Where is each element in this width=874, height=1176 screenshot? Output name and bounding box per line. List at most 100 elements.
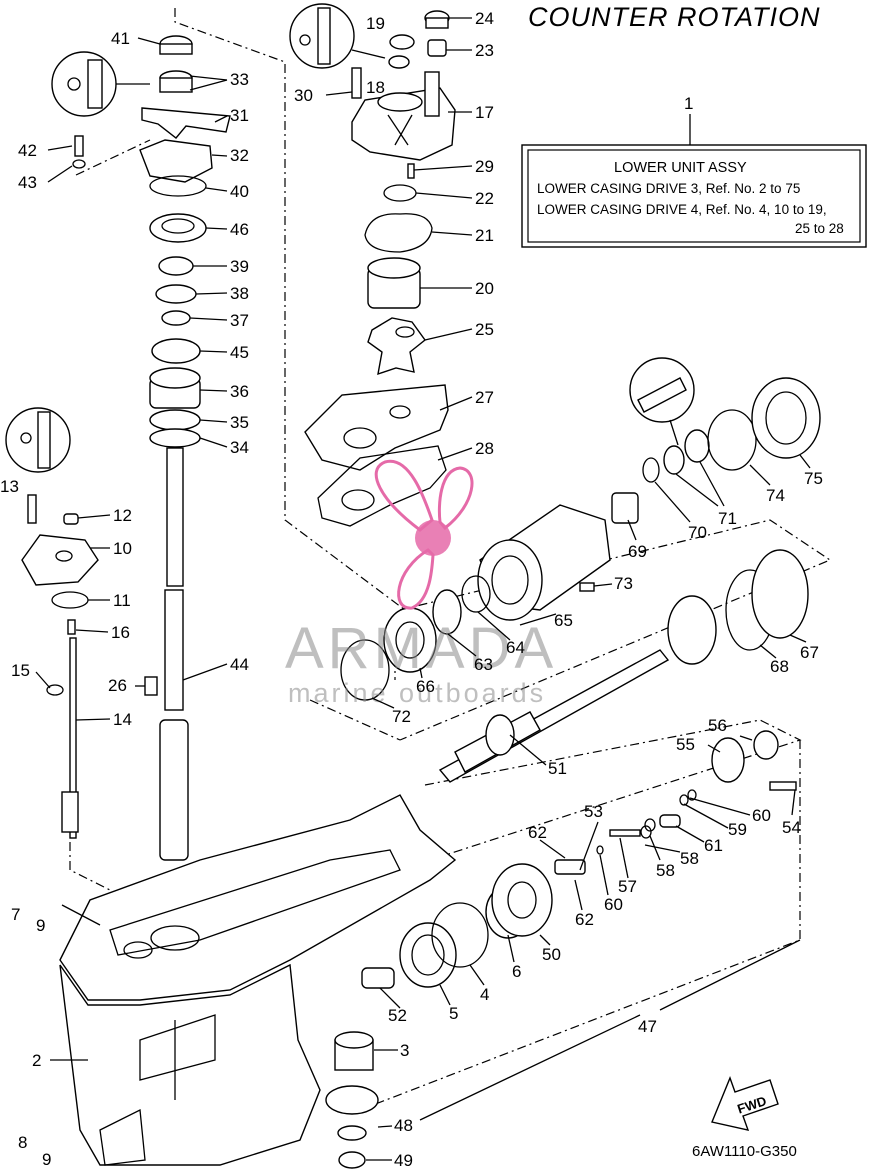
- callout-5[interactable]: 5: [449, 1004, 458, 1023]
- callout-59[interactable]: 59: [728, 820, 747, 839]
- callout-60a[interactable]: 60: [752, 806, 771, 825]
- callout-45[interactable]: 45: [230, 343, 249, 362]
- callout-6[interactable]: 6: [512, 962, 521, 981]
- callout-24[interactable]: 24: [475, 9, 494, 28]
- callout-60b[interactable]: 60: [604, 895, 623, 914]
- callout-10[interactable]: 10: [113, 539, 132, 558]
- callout-14[interactable]: 14: [113, 710, 132, 729]
- callout-27[interactable]: 27: [475, 388, 494, 407]
- bubble-pump: [289, 3, 386, 69]
- assy-line-2: LOWER CASING DRIVE 4, Ref. No. 4, 10 to …: [537, 202, 827, 217]
- diagram-code: 6AW1110-G350: [692, 1143, 797, 1160]
- callout-74[interactable]: 74: [766, 486, 785, 505]
- callout-20[interactable]: 20: [475, 279, 494, 298]
- callout-62a[interactable]: 62: [528, 823, 547, 842]
- callout-47[interactable]: 47: [638, 1017, 657, 1036]
- callout-17[interactable]: 17: [475, 103, 494, 122]
- callout-46[interactable]: 46: [230, 220, 249, 239]
- callout-44[interactable]: 44: [230, 655, 249, 674]
- callout-57[interactable]: 57: [618, 877, 637, 896]
- callout-1[interactable]: 1: [684, 94, 693, 113]
- leader-lines: [35, 17, 811, 1161]
- callout-55[interactable]: 55: [676, 735, 695, 754]
- callouts: 2 3 4 5 6 7 8 9 9 10 11 12 13 14 15 16 1…: [0, 9, 823, 1170]
- callout-73[interactable]: 73: [614, 574, 633, 593]
- callout-43[interactable]: 43: [18, 173, 37, 192]
- callout-72[interactable]: 72: [392, 707, 411, 726]
- callout-58b[interactable]: 58: [680, 849, 699, 868]
- bubble-right: [629, 357, 695, 446]
- callout-56[interactable]: 56: [708, 716, 727, 735]
- callout-3[interactable]: 3: [400, 1041, 409, 1060]
- callout-9a[interactable]: 9: [36, 916, 45, 935]
- callout-52[interactable]: 52: [388, 1006, 407, 1025]
- callout-11[interactable]: 11: [113, 591, 131, 610]
- lower-casing: [59, 794, 457, 1166]
- driveshaft-upper-stack: [72, 35, 231, 861]
- shift-rod-group: [21, 494, 99, 839]
- callout-39[interactable]: 39: [230, 257, 249, 276]
- callout-69[interactable]: 69: [628, 542, 647, 561]
- watermark-brand: ARMADA: [285, 616, 557, 681]
- diagram-title: COUNTER ROTATION: [528, 2, 821, 32]
- assembly-box: 1 LOWER UNIT ASSY LOWER CASING DRIVE 3, …: [521, 94, 867, 248]
- callout-51[interactable]: 51: [548, 759, 567, 778]
- callout-58a[interactable]: 58: [656, 861, 675, 880]
- callout-66[interactable]: 66: [416, 677, 435, 696]
- callout-34[interactable]: 34: [230, 438, 249, 457]
- fwd-arrow: FWD: [711, 1076, 779, 1131]
- callout-8[interactable]: 8: [18, 1133, 27, 1152]
- callout-7[interactable]: 7: [11, 905, 20, 924]
- callout-42[interactable]: 42: [18, 141, 37, 160]
- callout-26[interactable]: 26: [108, 676, 127, 695]
- callout-29[interactable]: 29: [475, 157, 494, 176]
- callout-61[interactable]: 61: [704, 836, 723, 855]
- assy-line-1: LOWER CASING DRIVE 3, Ref. No. 2 to 75: [537, 181, 800, 196]
- callout-68[interactable]: 68: [770, 657, 789, 676]
- callout-18[interactable]: 18: [366, 78, 385, 97]
- assy-header: LOWER UNIT ASSY: [614, 160, 747, 176]
- callout-54[interactable]: 54: [782, 818, 801, 837]
- callout-12[interactable]: 12: [113, 506, 132, 525]
- callout-22[interactable]: 22: [475, 189, 494, 208]
- watermark-tagline: marine outboards: [288, 678, 546, 708]
- callout-30[interactable]: 30: [294, 86, 313, 105]
- callout-21[interactable]: 21: [475, 226, 494, 245]
- callout-48[interactable]: 48: [394, 1116, 413, 1135]
- callout-49[interactable]: 49: [394, 1151, 413, 1170]
- callout-37[interactable]: 37: [230, 311, 249, 330]
- prop-shaft-group: [438, 595, 797, 875]
- bubble-upper-left: [51, 51, 150, 117]
- callout-31[interactable]: 31: [230, 106, 249, 125]
- callout-9b[interactable]: 9: [42, 1150, 51, 1169]
- prop-shaft-housing-group: [340, 377, 821, 701]
- callout-19[interactable]: 19: [366, 14, 385, 33]
- callout-33[interactable]: 33: [230, 70, 249, 89]
- callout-28[interactable]: 28: [475, 439, 494, 458]
- callout-53[interactable]: 53: [584, 802, 603, 821]
- callout-2[interactable]: 2: [32, 1051, 41, 1070]
- callout-75[interactable]: 75: [804, 469, 823, 488]
- callout-25[interactable]: 25: [475, 320, 494, 339]
- callout-16[interactable]: 16: [111, 623, 130, 642]
- callout-36[interactable]: 36: [230, 382, 249, 401]
- callout-67[interactable]: 67: [800, 643, 819, 662]
- callout-63[interactable]: 63: [474, 655, 493, 674]
- callout-62b[interactable]: 62: [575, 910, 594, 929]
- callout-40[interactable]: 40: [230, 182, 249, 201]
- callout-71[interactable]: 71: [718, 509, 737, 528]
- callout-4[interactable]: 4: [480, 985, 489, 1004]
- callout-50[interactable]: 50: [542, 945, 561, 964]
- callout-13[interactable]: 13: [0, 477, 19, 496]
- callout-70[interactable]: 70: [688, 523, 707, 542]
- callout-41[interactable]: 41: [111, 29, 130, 48]
- callout-23[interactable]: 23: [475, 41, 494, 60]
- callout-15[interactable]: 15: [11, 661, 30, 680]
- propeller-logo-icon: [374, 459, 474, 610]
- callout-65[interactable]: 65: [554, 611, 573, 630]
- callout-38[interactable]: 38: [230, 284, 249, 303]
- callout-35[interactable]: 35: [230, 413, 249, 432]
- assy-line-3: 25 to 28: [795, 221, 844, 236]
- callout-32[interactable]: 32: [230, 146, 249, 165]
- callout-64[interactable]: 64: [506, 638, 525, 657]
